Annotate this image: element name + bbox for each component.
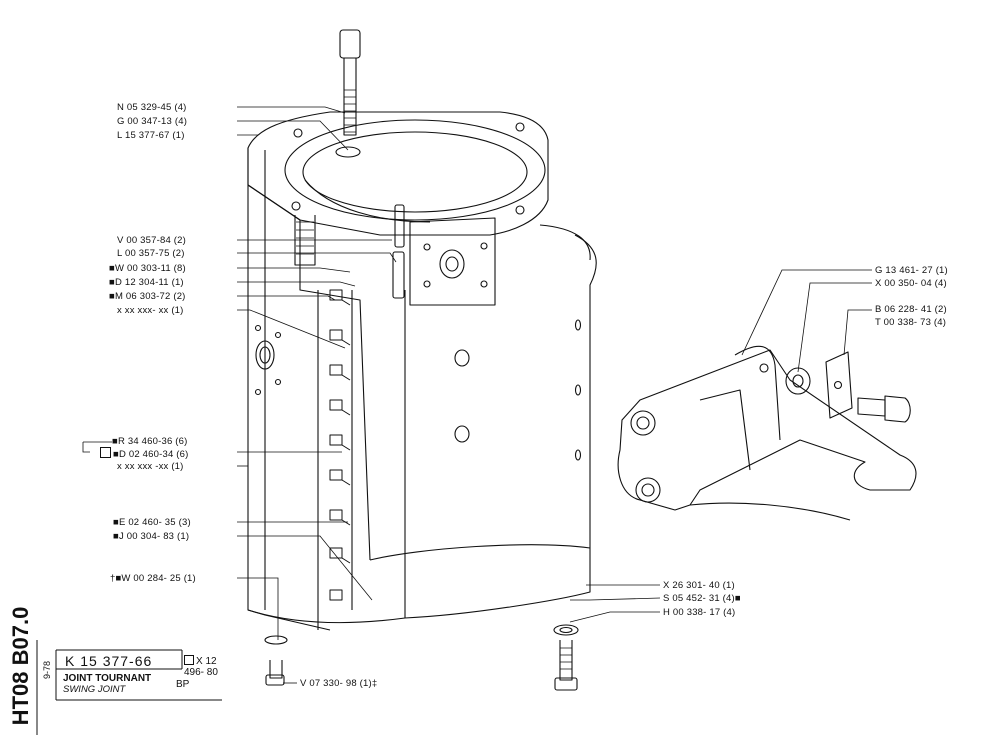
part-label: ■D 02 460-34 (6) <box>100 447 189 460</box>
part-label: ■R 34 460-36 (6) <box>112 436 188 447</box>
part-label: ■J 00 304- 83 (1) <box>113 531 190 542</box>
assembly-part-number: K 15 377-66 <box>65 653 153 669</box>
part-label: B 06 228- 41 (2) <box>875 304 947 315</box>
bullet-marker: ■ <box>112 436 118 447</box>
part-label: V 00 357-84 (2) <box>117 235 187 246</box>
boxed-marker <box>100 447 111 458</box>
title-block: K 15 377-66 X 12 496- 80 JOINT TOURNANT … <box>58 651 238 697</box>
bullet-marker: ■ <box>109 291 115 302</box>
part-label: L 15 377-67 (1) <box>117 130 185 141</box>
bullet-marker: ■ <box>113 517 119 528</box>
cap-screw-top <box>339 29 361 136</box>
part-label: N 05 329-45 (4) <box>117 102 187 113</box>
main-housing <box>369 217 597 619</box>
part-label: H 00 338- 17 (4) <box>663 607 736 618</box>
part-label: X 26 301- 40 (1) <box>663 580 735 591</box>
alternate-part-number: X 12 496- 80 <box>184 655 238 678</box>
part-label: V 07 330- 98 (1)‡ <box>300 678 378 689</box>
part-label: ■W 00 303-11 (8) <box>109 263 186 274</box>
bullet-marker: ■ <box>109 277 115 288</box>
bullet-marker: ■ <box>113 449 119 460</box>
alternate-part-number-text: X 12 496- 80 <box>184 656 218 678</box>
square-marker <box>184 655 194 665</box>
part-label: X 00 350- 04 (4) <box>875 278 947 289</box>
title-english: SWING JOINT <box>63 684 126 695</box>
part-label: L 00 357-75 (2) <box>117 248 185 259</box>
part-label: ■D 12 304-11 (1) <box>109 277 184 288</box>
part-label: x xx xxx- xx (1) <box>117 305 184 316</box>
title-code: BP <box>176 679 190 690</box>
part-label: †■W 00 284- 25 (1) <box>110 573 196 584</box>
bullet-marker: ■ <box>109 263 115 274</box>
small-bolt-left <box>264 635 288 686</box>
part-label: S 05 452- 31 (4)■ <box>663 593 741 604</box>
bracket-assembly <box>617 345 917 521</box>
part-label: x xx xxx -xx (1) <box>117 461 184 472</box>
document-id: HT08 B07.0 <box>8 606 33 726</box>
suffix-marker: ‡ <box>371 678 378 689</box>
revision-date: 9-78 <box>42 660 52 680</box>
bullet-marker: ■ <box>113 531 119 542</box>
cutaway-section <box>247 148 406 631</box>
part-label: G 13 461- 27 (1) <box>875 265 948 276</box>
suffix-marker: ■ <box>734 593 741 604</box>
part-label: T 00 338- 73 (4) <box>875 317 947 328</box>
part-label: ■M 06 303-72 (2) <box>109 291 186 302</box>
bullet-marker: †■ <box>110 573 122 584</box>
part-label: ■E 02 460- 35 (3) <box>113 517 191 528</box>
title-french: JOINT TOURNANT <box>63 673 152 684</box>
bottom-bolt-right <box>553 624 579 691</box>
top-flange <box>247 111 549 236</box>
part-label: G 00 347-13 (4) <box>117 116 188 127</box>
